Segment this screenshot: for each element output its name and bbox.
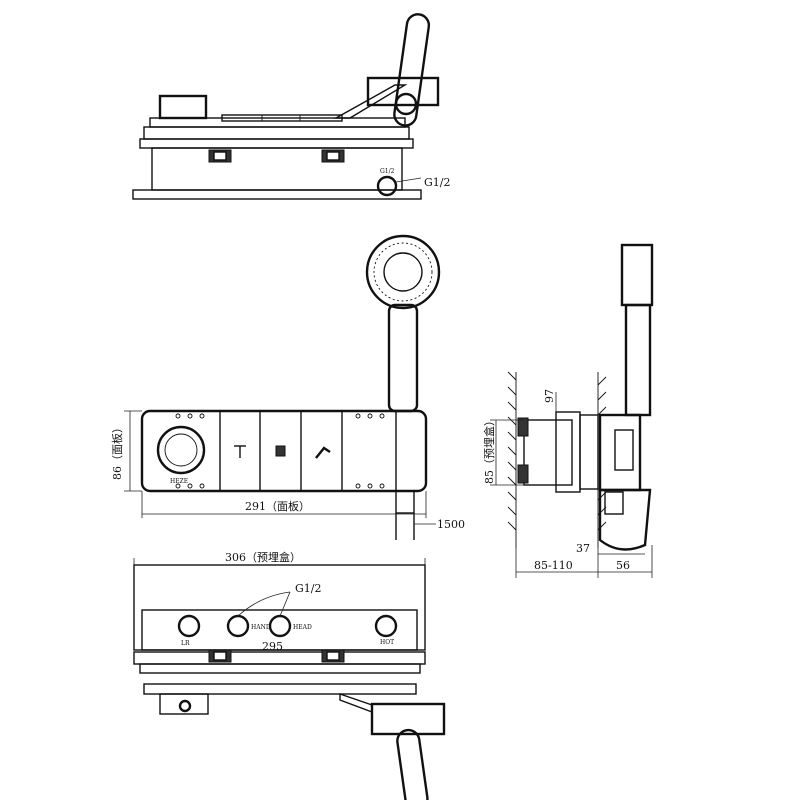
bottom-g12-label: G1/2 [295,582,322,595]
spout-icon [315,446,331,459]
side-view: 85-110 56 37 97 85（预埋盒） [482,243,654,578]
port-hand-label: HAND [251,624,271,631]
hand-shower-icon [275,445,286,457]
side-depth-label: 85-110 [534,559,573,572]
top-g12-label: G1/2 [424,176,451,189]
top-view: G1/2 G1/2 [132,13,451,200]
port-head-label: HEAD [293,624,312,631]
side-37-label: 37 [576,542,590,555]
port-lr-label: LR [181,640,190,647]
box-width-label: 306（预埋盒） [225,550,301,564]
port-hot-label: HOT [380,639,394,646]
inner-width-label: 295 [262,640,283,653]
brand-mark-label: HEZE [170,478,188,485]
front-view: HEZE 1500 [110,234,465,540]
hose-length-label: 1500 [437,518,465,531]
top-port-small-label: G1/2 [380,168,395,175]
bottom-view: 306（预埋盒） LR HAND HEAD HOT G1/2 295 [133,550,446,800]
side-85-box-label: 85（预埋盒） [482,415,496,484]
side-56-label: 56 [616,559,630,572]
rain-shower-icon [234,445,246,458]
side-97-label: 97 [543,389,556,403]
panel-height-label: 86（面板） [110,422,124,480]
panel-width-label: 291（面板） [245,499,310,513]
